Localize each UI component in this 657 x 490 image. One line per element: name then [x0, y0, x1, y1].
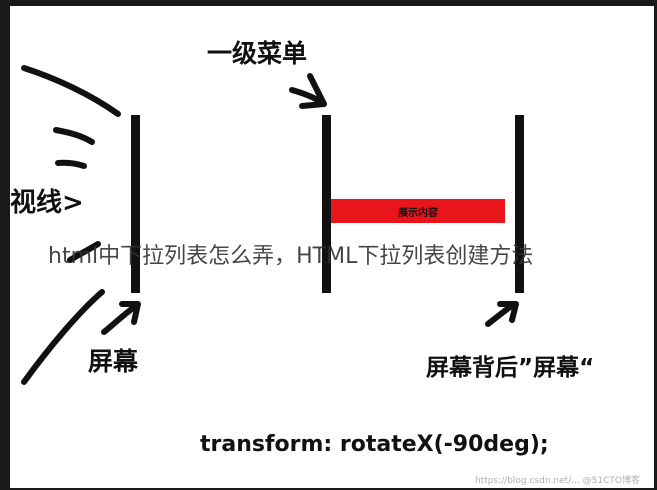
line-of-sight-label: 视线>	[10, 188, 84, 218]
arrow-behind-head	[497, 301, 519, 323]
screen-label: 屏幕	[88, 347, 139, 376]
screen-wall	[131, 115, 140, 293]
hidden-content-bar: 展示内容	[331, 199, 505, 223]
level1-menu-wall	[322, 115, 331, 293]
level1-menu-label: 一级菜单	[207, 39, 308, 68]
sight-line-1	[21, 65, 121, 117]
watermark: https://blog.csdn.net/... @51CTO博客	[474, 476, 640, 486]
hidden-content-label: 展示内容	[398, 207, 438, 219]
sight-line-2	[53, 127, 95, 145]
behind-screen-label: 屏幕背后”屏幕“	[426, 355, 595, 381]
overlay-title: html中下拉列表怎么弄，HTML下拉列表创建方法	[48, 244, 534, 269]
behind-screen-wall	[515, 115, 524, 293]
sight-line-3	[55, 159, 87, 169]
arrow-screen-shaft	[101, 303, 139, 335]
sight-line-5	[21, 289, 105, 385]
code-snippet: transform: rotateX(-90deg);	[200, 432, 549, 457]
sight-line-4	[67, 241, 101, 263]
hand-drawn-strokes	[21, 65, 519, 385]
arrow-screen-head	[119, 301, 141, 325]
diagram-canvas: 展示内容 一级菜单 视线> 屏幕 屏幕背后”屏幕“ html中下拉列表怎么弄，H…	[10, 6, 654, 488]
arrow-level1-head	[299, 73, 327, 109]
